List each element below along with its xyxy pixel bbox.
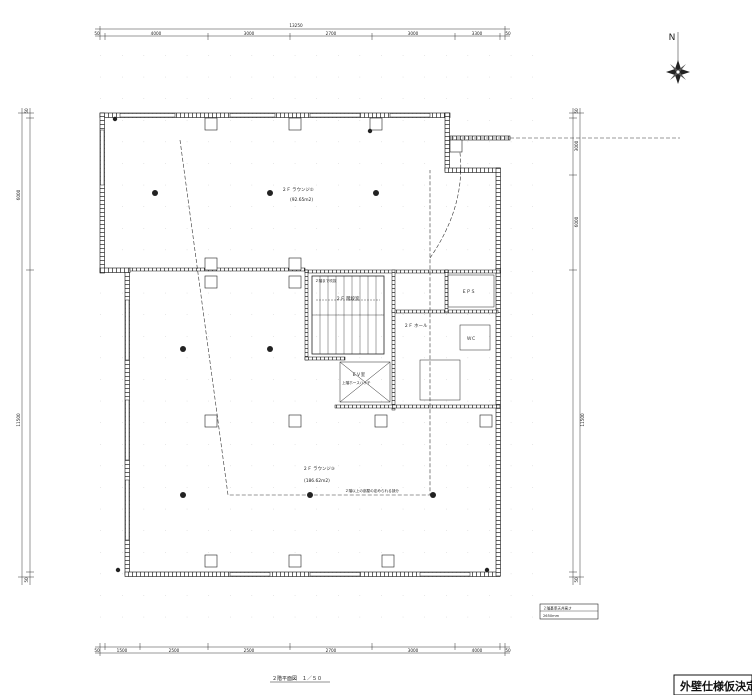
eps-wc-boxes — [419, 274, 495, 401]
ceiling-height-value: 2650mm — [543, 614, 560, 618]
room-hall-name: ２Ｆ ホール — [404, 323, 428, 329]
top-dim-4: 3000 — [408, 31, 419, 36]
north-compass — [666, 32, 690, 84]
room-lounge-2-area: (92.65m2) — [290, 197, 313, 203]
room-lounge-3-name: ２Ｆ ラウンジ③ — [303, 465, 335, 472]
stamp-box — [673, 674, 752, 695]
bottom-dim-3: 2500 — [244, 648, 255, 653]
interior-walls — [129, 267, 501, 411]
top-dim-2: 3000 — [244, 31, 255, 36]
compass-north-label: N — [669, 33, 676, 43]
room-lounge-3-area: (186.62m2) — [304, 478, 330, 484]
ceiling-height-label: ２階基準天井高さ — [543, 606, 572, 611]
top-dim-0: 50 — [94, 31, 100, 36]
ceiling-height-box — [539, 603, 599, 620]
right-dim-4: 50 — [574, 577, 579, 583]
note-atrium: ２階まで吹抜 — [315, 278, 337, 283]
stair — [311, 275, 385, 355]
right-dim-3: 11500 — [580, 413, 585, 427]
right-dim-2: 6000 — [574, 216, 579, 227]
bottom-dim-2: 2500 — [169, 648, 180, 653]
left-dim-2: 11500 — [16, 413, 21, 427]
top-dim-5: 3300 — [472, 31, 483, 36]
windows — [100, 113, 471, 577]
overall-dimension: 13250 — [289, 23, 303, 28]
right-dim-0: 50 — [574, 108, 579, 114]
columns — [204, 117, 493, 568]
bottom-dimension-chain — [95, 643, 510, 656]
left-dim-3: 50 — [24, 577, 29, 583]
room-stair-name: ２Ｆ 階段室 — [336, 295, 360, 302]
elevator-shaft — [339, 361, 391, 403]
bottom-dim-4: 2700 — [326, 648, 337, 653]
room-eps-name: ＥＰＳ — [462, 289, 475, 295]
top-dim-3: 2700 — [326, 31, 337, 36]
top-dim-1: 4000 — [151, 31, 162, 36]
room-lounge-2-name: ２Ｆ ラウンジ② — [282, 186, 314, 193]
bottom-dim-6: 4000 — [472, 648, 483, 653]
drawing-title: ２階平面図 １／５０ — [272, 675, 322, 682]
ceiling-fixtures — [112, 116, 490, 573]
atrium-arc — [429, 139, 462, 259]
atrium-boundary — [179, 139, 431, 496]
room-wc-name: ＷＣ — [467, 336, 476, 342]
bottom-dim-0: 50 — [94, 648, 100, 653]
room-ev-name: ＥＶ室 — [352, 371, 366, 378]
note-upper-boundary: ２階以上の部屋の定められる部分 — [345, 488, 399, 493]
left-dimension-chain — [18, 108, 34, 585]
bottom-dim-1: 1500 — [117, 648, 128, 653]
top-dimension-chain — [95, 26, 510, 40]
right-dimension-chain — [569, 108, 584, 585]
top-dim-6: 50 — [505, 31, 511, 36]
stamp-text: 外壁仕様仮決定 — [679, 679, 752, 693]
bottom-dim-7: 50 — [505, 648, 511, 653]
right-dim-1: 3000 — [574, 140, 579, 151]
left-dim-1: 6000 — [16, 189, 21, 200]
note-hose-hatch: 上階ホースハッチ — [342, 380, 371, 385]
left-dim-0: 50 — [24, 108, 29, 114]
bottom-dim-5: 3000 — [408, 648, 419, 653]
